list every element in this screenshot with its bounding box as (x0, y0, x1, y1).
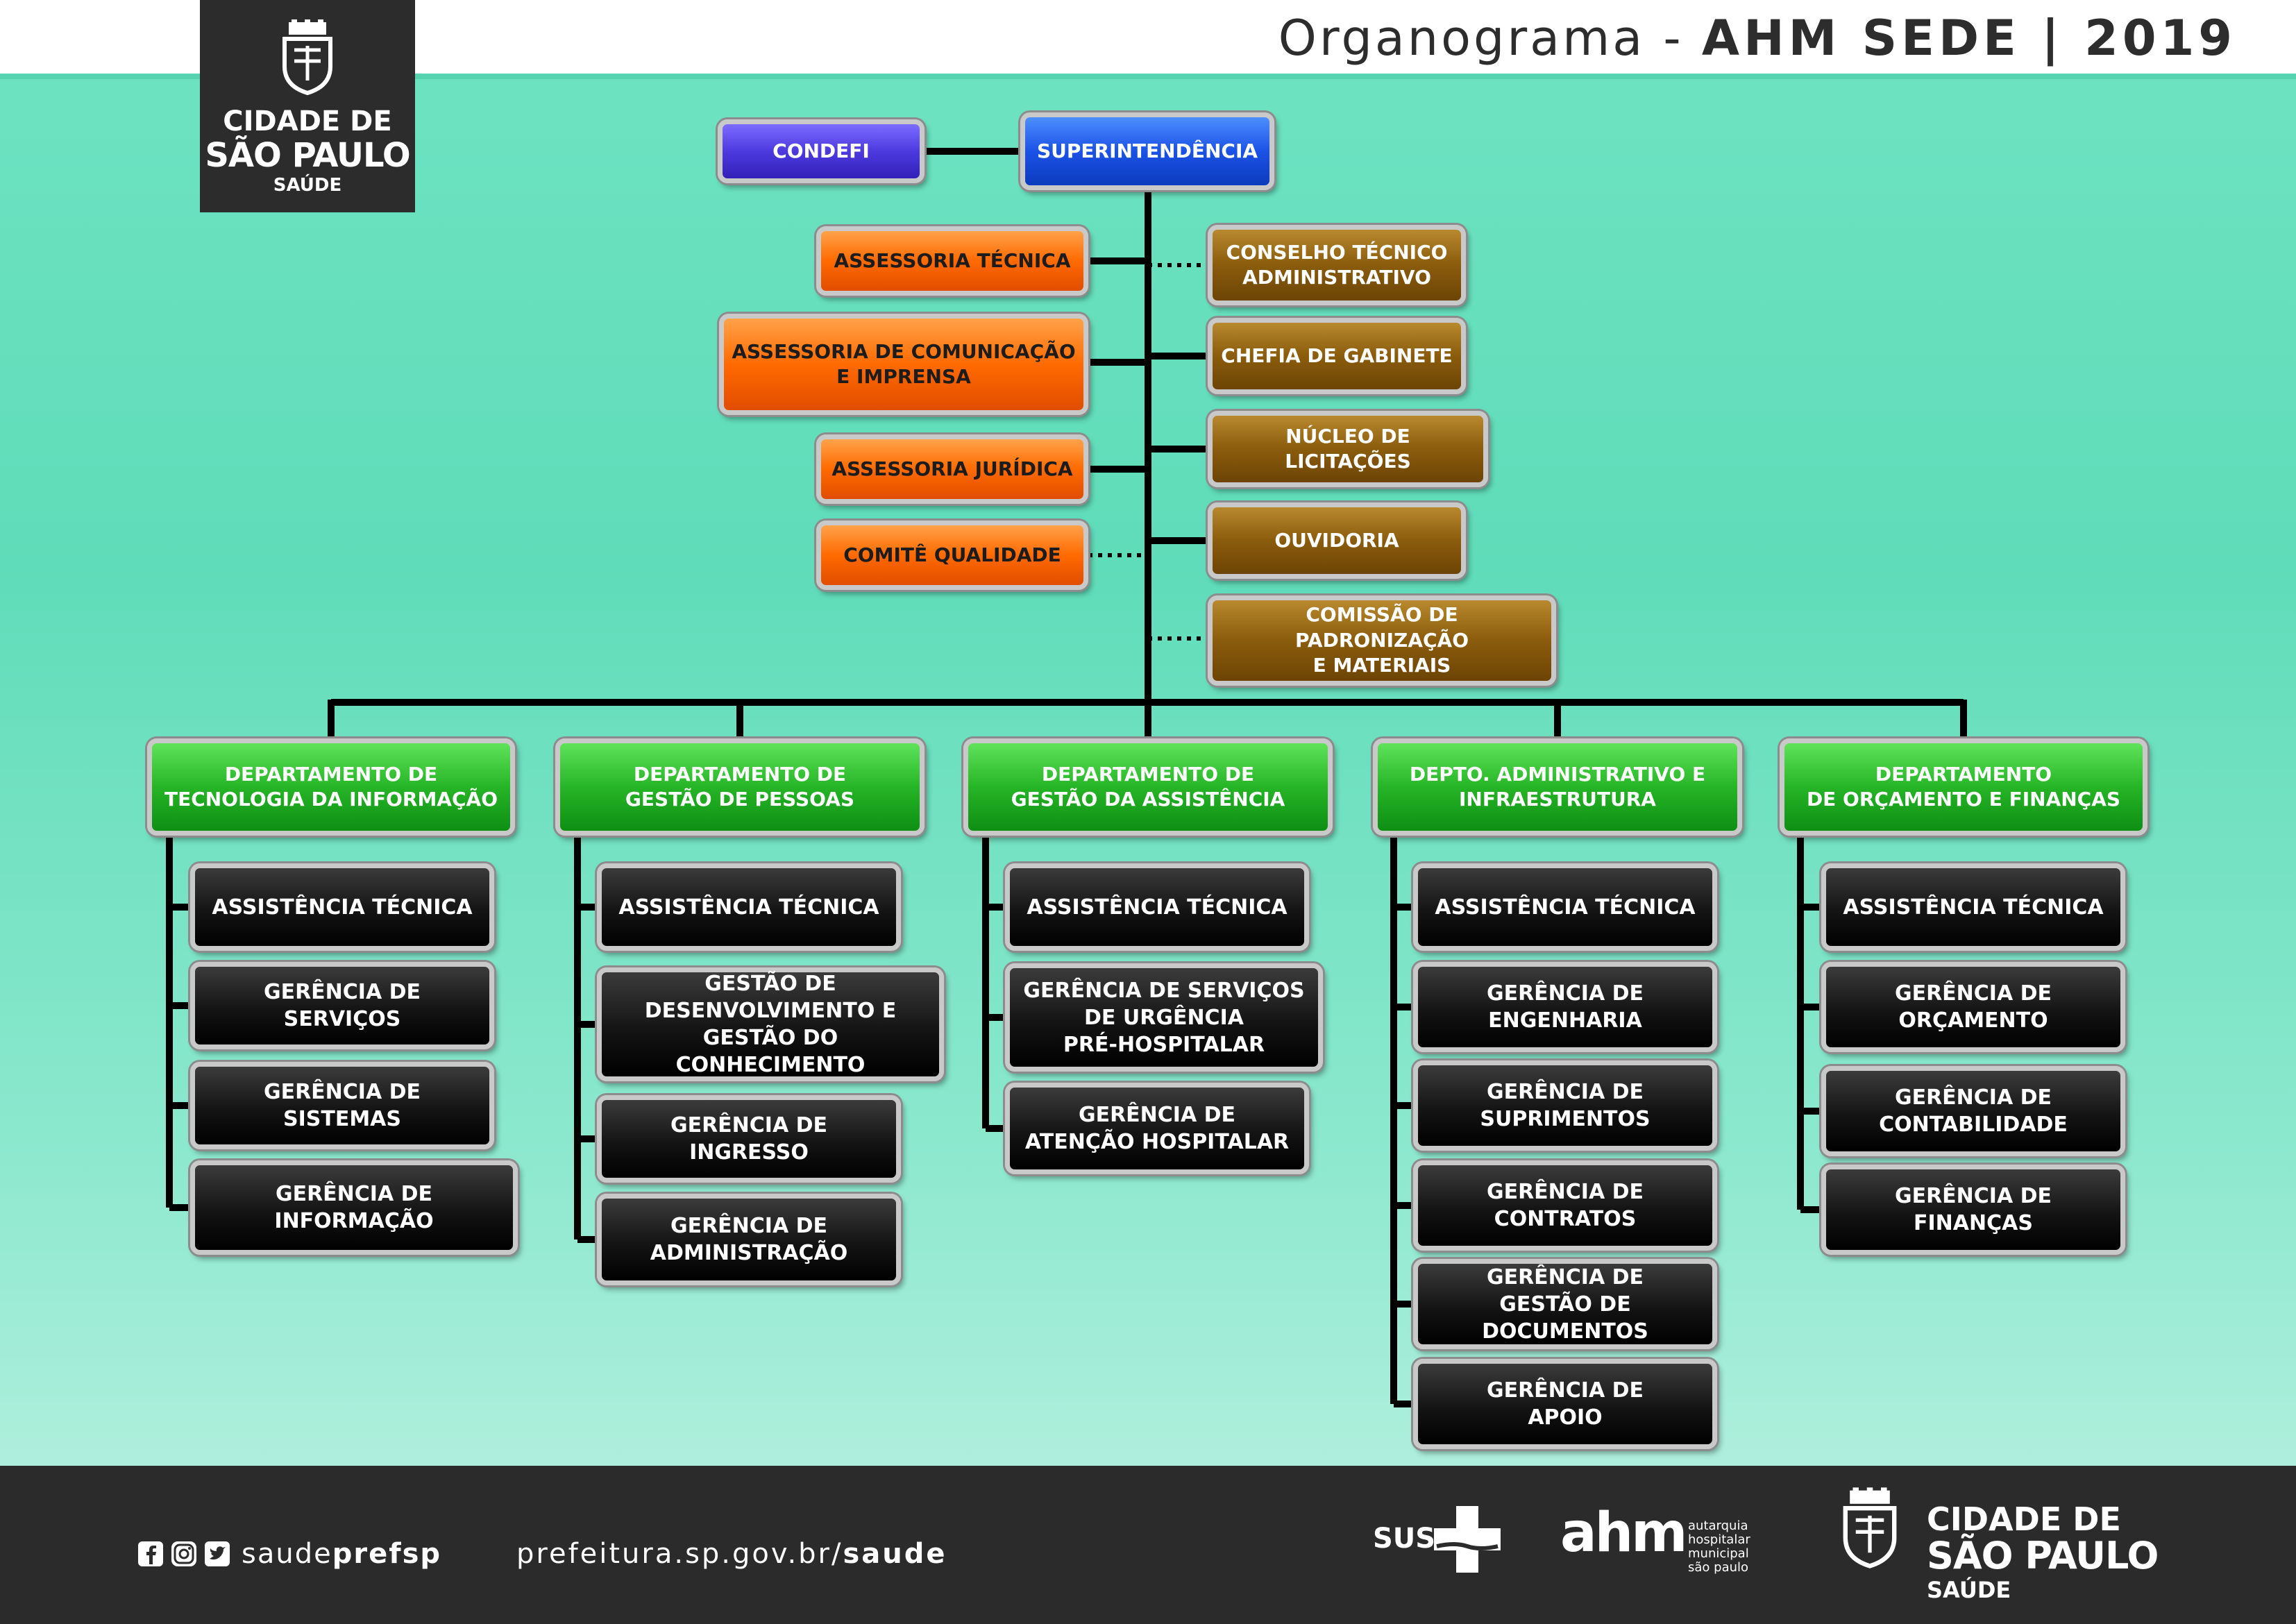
dept-gestao-assistencia[interactable]: DEPARTAMENTO DE GESTÃO DA ASSISTÊNCIA (963, 738, 1333, 836)
footer-city-1: CIDADE DE (1927, 1500, 2121, 1538)
node-superintendencia[interactable]: SUPERINTENDÊNCIA (1020, 112, 1274, 190)
node-comissao-padronizacao[interactable]: COMISSÃO DE PADRONIZAÇÃO E MATERIAIS (1208, 595, 1556, 686)
unit-gp-assistencia[interactable]: ASSISTÊNCIA TÉCNICA (597, 863, 901, 951)
title-light: Organograma - (1278, 10, 1702, 67)
ahm-sub-4: são paulo (1688, 1560, 1749, 1575)
node-assessoria-juridica[interactable]: ASSESSORIA JURÍDICA (816, 434, 1088, 504)
unit-ad-engenharia[interactable]: GERÊNCIA DE ENGENHARIA (1413, 962, 1717, 1052)
social-handle-bold: prefsp (332, 1538, 442, 1570)
unit-of-assistencia[interactable]: ASSISTÊNCIA TÉCNICA (1821, 863, 2125, 951)
social-handle-light: saude (242, 1538, 332, 1570)
instagram-icon[interactable] (171, 1541, 197, 1567)
node-nucleo-licitacoes[interactable]: NÚCLEO DE LICITAÇÕES (1208, 411, 1488, 487)
unit-ti-informacao[interactable]: GERÊNCIA DE INFORMAÇÃO (190, 1160, 518, 1255)
dept-administrativo[interactable]: DEPTO. ADMINISTRATIVO E INFRAESTRUTURA (1373, 738, 1742, 836)
unit-ti-servicos[interactable]: GERÊNCIA DE SERVIÇOS (190, 962, 494, 1049)
unit-ga-urgencia[interactable]: GERÊNCIA DE SERVIÇOS DE URGÊNCIA PRÉ-HOS… (1005, 963, 1323, 1072)
city-logo: CIDADE DE SÃO PAULO SAÚDE (200, 0, 415, 212)
logo-line-2: SÃO PAULO (205, 136, 410, 175)
unit-gp-ingresso[interactable]: GERÊNCIA DE INGRESSO (597, 1095, 901, 1183)
node-condefi[interactable]: CONDEFI (718, 119, 925, 183)
dept-gestao-pessoas[interactable]: DEPARTAMENTO DE GESTÃO DE PESSOAS (555, 738, 925, 836)
city-crest-footer-icon (1843, 1487, 1897, 1568)
unit-ad-assistencia[interactable]: ASSISTÊNCIA TÉCNICA (1413, 863, 1717, 951)
sus-label: SUS (1373, 1523, 1436, 1555)
unit-ti-assistencia[interactable]: ASSISTÊNCIA TÉCNICA (190, 863, 494, 951)
ahm-sub-3: municipal (1688, 1546, 1749, 1561)
website-link[interactable]: prefeitura.sp.gov.br/saude (516, 1538, 947, 1570)
page-title: Organograma - AHM SEDE | 2019 (1278, 10, 2236, 67)
node-assessoria-comunicacao[interactable]: ASSESSORIA DE COMUNICAÇÃO E IMPRENSA (719, 314, 1088, 415)
node-ouvidoria[interactable]: OUVIDORIA (1208, 502, 1466, 579)
unit-ad-documentos[interactable]: GERÊNCIA DE GESTÃO DE DOCUMENTOS (1413, 1259, 1717, 1349)
social-handle[interactable]: saudeprefsp (242, 1538, 441, 1570)
twitter-icon[interactable] (204, 1541, 230, 1567)
logo-line-3: SAÚDE (273, 175, 342, 196)
node-comite-qualidade[interactable]: COMITÊ QUALIDADE (816, 521, 1088, 590)
logo-line-1: CIDADE DE (223, 105, 392, 137)
ahm-sub-1: autarquia (1688, 1519, 1748, 1533)
unit-gp-administracao[interactable]: GERÊNCIA DE ADMINISTRAÇÃO (597, 1194, 901, 1285)
facebook-icon[interactable] (137, 1541, 164, 1567)
node-assessoria-tecnica[interactable]: ASSESSORIA TÉCNICA (816, 226, 1088, 296)
dept-orcamento-financas[interactable]: DEPARTAMENTO DE ORÇAMENTO E FINANÇAS (1780, 738, 2147, 836)
city-crest-icon (282, 19, 332, 96)
sus-cross-icon (1434, 1506, 1501, 1573)
unit-ga-atencao-hospitalar[interactable]: GERÊNCIA DE ATENÇÃO HOSPITALAR (1005, 1083, 1309, 1174)
ahm-logo-text: ahm (1560, 1502, 1687, 1564)
unit-of-orcamento[interactable]: GERÊNCIA DE ORÇAMENTO (1821, 962, 2125, 1052)
unit-gp-desenvolvimento[interactable]: GESTÃO DE DESENVOLVIMENTO E GESTÃO DO CO… (597, 967, 944, 1081)
unit-ad-apoio[interactable]: GERÊNCIA DE APOIO (1413, 1359, 1717, 1449)
unit-ti-sistemas[interactable]: GERÊNCIA DE SISTEMAS (190, 1062, 494, 1149)
footer-city-2: SÃO PAULO (1927, 1534, 2159, 1578)
footer-city-3: SAÚDE (1927, 1577, 2011, 1603)
unit-of-contabilidade[interactable]: GERÊNCIA DE CONTABILIDADE (1821, 1066, 2125, 1156)
title-bold: AHM SEDE | 2019 (1701, 10, 2236, 67)
unit-ga-assistencia[interactable]: ASSISTÊNCIA TÉCNICA (1005, 863, 1309, 951)
node-chefia-gabinete[interactable]: CHEFIA DE GABINETE (1208, 318, 1466, 394)
unit-ad-contratos[interactable]: GERÊNCIA DE CONTRATOS (1413, 1160, 1717, 1251)
ahm-sub-2: hospitalar (1688, 1532, 1750, 1547)
node-conselho-tecnico[interactable]: CONSELHO TÉCNICO ADMINISTRATIVO (1208, 225, 1466, 305)
footer-bar: saudeprefsp prefeitura.sp.gov.br/saude S… (0, 1466, 2296, 1624)
unit-of-financas[interactable]: GERÊNCIA DE FINANÇAS (1821, 1165, 2125, 1255)
dept-tecnologia[interactable]: DEPARTAMENTO DE TECNOLOGIA DA INFORMAÇÃO (147, 738, 515, 836)
website-light: prefeitura.sp.gov.br/ (516, 1538, 843, 1570)
unit-ad-suprimentos[interactable]: GERÊNCIA DE SUPRIMENTOS (1413, 1060, 1717, 1151)
website-bold: saude (843, 1538, 947, 1570)
